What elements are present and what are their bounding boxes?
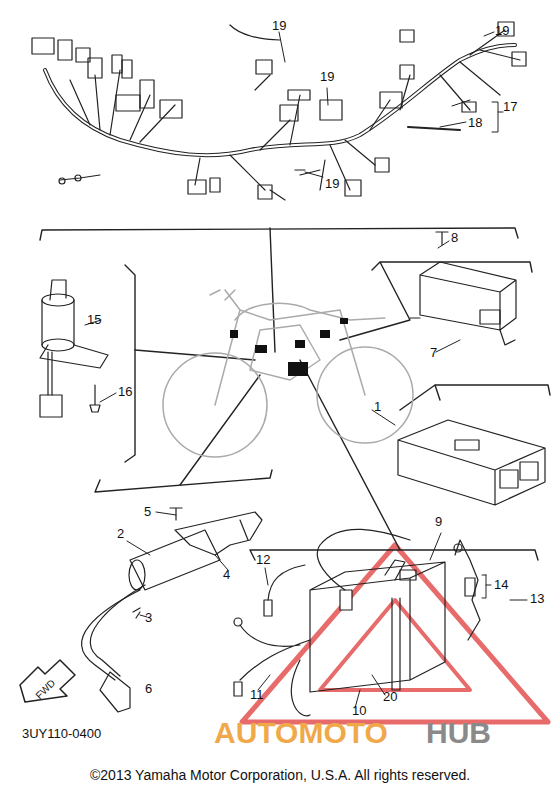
callout-number: 14 <box>494 578 508 591</box>
callout-number: 12 <box>256 553 270 566</box>
callout-number: 17 <box>503 100 517 113</box>
callout-number: 1 <box>374 400 381 413</box>
callout-number: 15 <box>87 313 101 326</box>
section-outlines <box>40 228 550 560</box>
fwd-arrow <box>20 660 75 702</box>
ignition-coil <box>20 508 262 712</box>
callout-number: 6 <box>145 682 152 695</box>
callout-number: 9 <box>435 515 442 528</box>
cdi-unit <box>398 420 545 505</box>
ignition-switch <box>40 280 108 417</box>
drawing-code: 3UY110-0400 <box>22 727 101 740</box>
callout-number: 20 <box>383 690 397 703</box>
copyright-caption: ©2013 Yamaha Motor Corporation, U.S.A. A… <box>90 768 470 782</box>
callout-number: 19 <box>272 19 286 32</box>
callout-number: 19 <box>320 70 334 83</box>
callout-number: 2 <box>117 527 124 540</box>
callout-number: 13 <box>530 592 544 605</box>
battery <box>234 529 480 715</box>
callout-number: 18 <box>468 116 482 129</box>
callout-number: 10 <box>352 704 366 717</box>
watermark: HUB <box>426 718 491 748</box>
callout-number: 16 <box>118 385 132 398</box>
callout-number: 5 <box>144 505 151 518</box>
callout-number: 3 <box>145 611 152 624</box>
callout-number: 7 <box>430 346 437 359</box>
callout-number: 19 <box>325 177 339 190</box>
leader-lines <box>85 32 527 708</box>
callout-number: 19 <box>495 24 509 37</box>
wire-harness <box>32 22 526 200</box>
watermark-triangle <box>242 545 548 722</box>
rectifier-regulator <box>410 232 516 345</box>
callout-number: 4 <box>223 568 230 581</box>
callout-number: 11 <box>250 688 264 701</box>
motorcycle-outline <box>163 290 413 457</box>
watermark: AUTOMOTO <box>214 718 388 748</box>
component-marks <box>230 318 348 376</box>
callout-number: 8 <box>451 231 458 244</box>
